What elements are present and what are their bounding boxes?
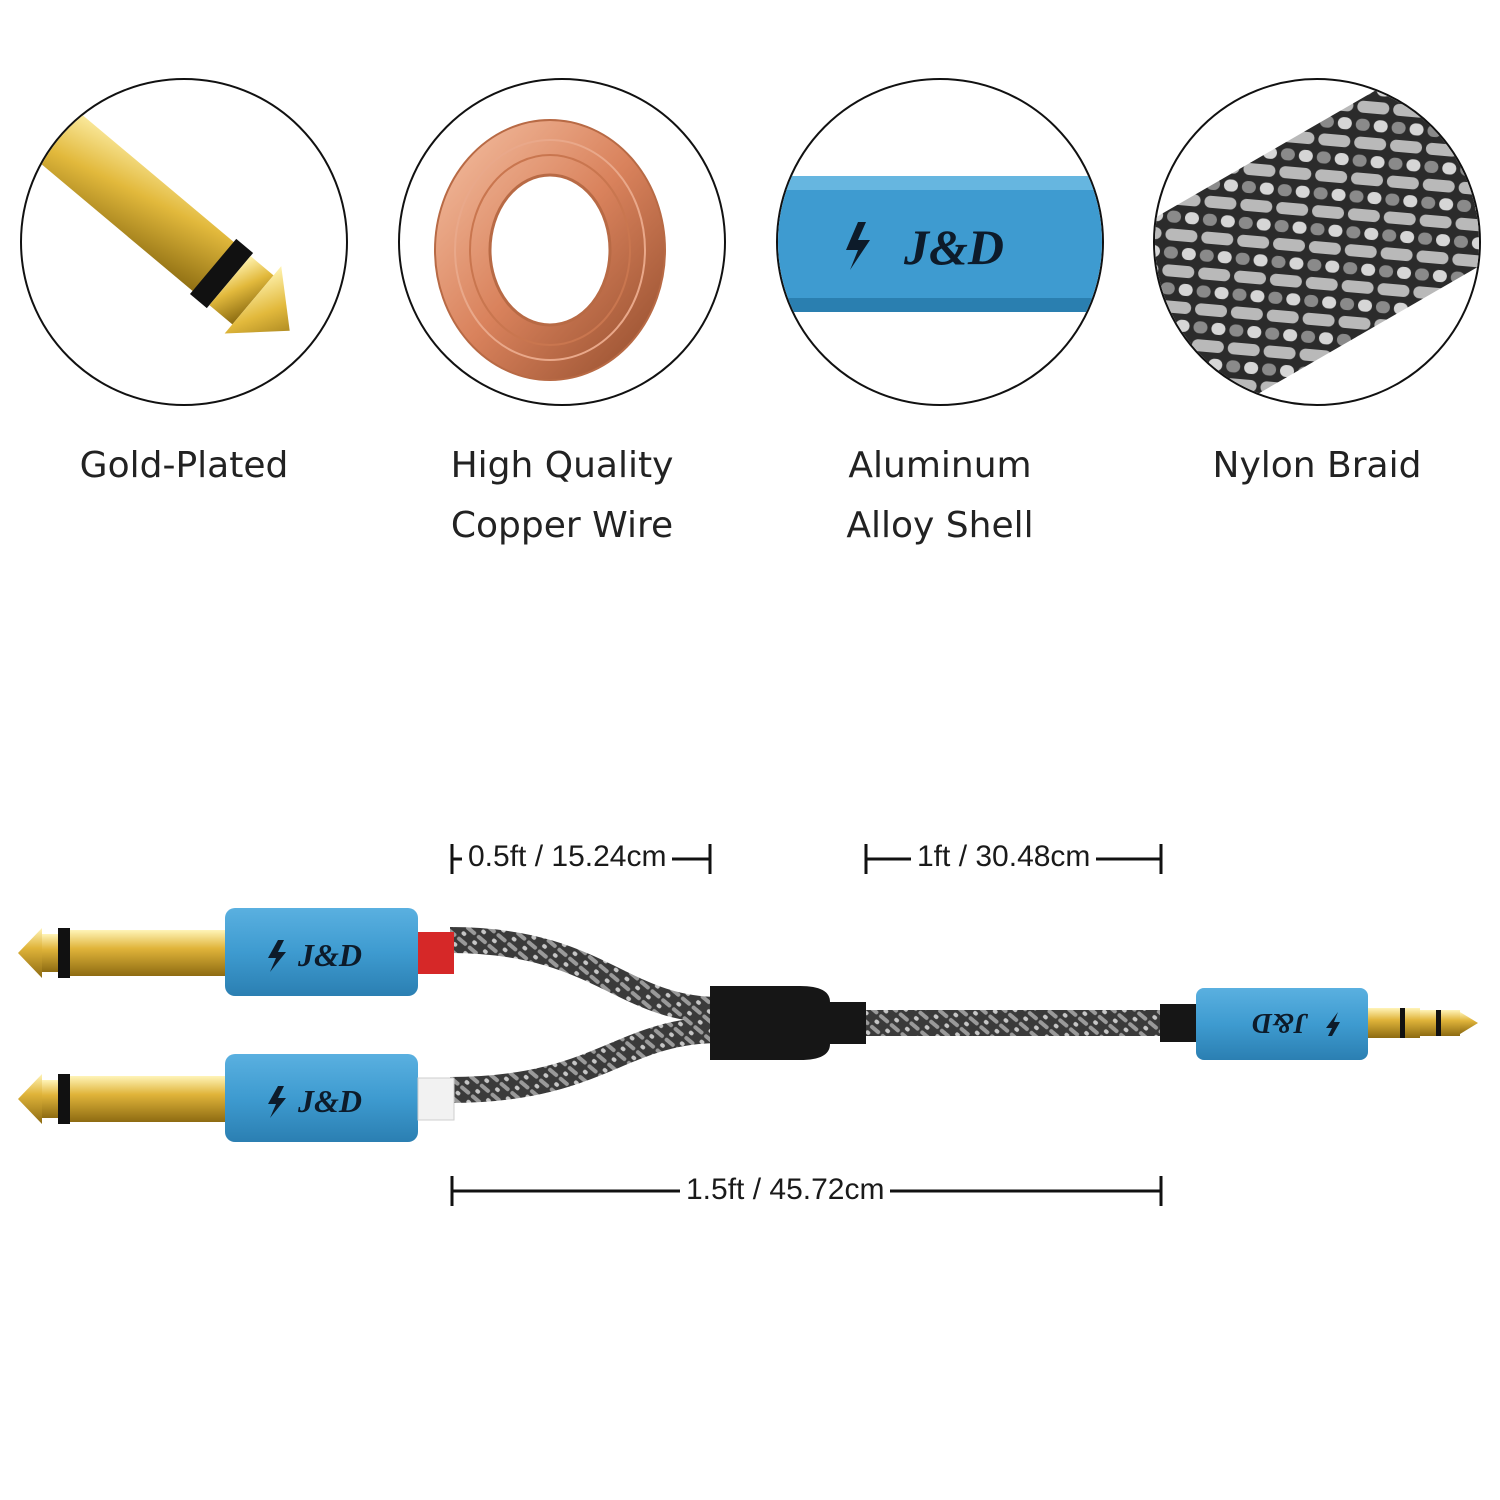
caption-line: Gold-Plated xyxy=(79,445,289,486)
dimension-main-label: 1ft / 30.48cm xyxy=(911,840,1097,874)
feature-caption: Gold-Plated xyxy=(19,436,349,496)
logo-text: J&D xyxy=(297,1083,362,1119)
caption-line: Nylon Braid xyxy=(1212,445,1422,486)
logo-text: J&D xyxy=(903,219,1004,275)
feature-gold-plated: Gold-Plated xyxy=(19,78,349,496)
aluminum-shell-logo-icon: J&D xyxy=(776,78,1104,406)
caption-line: High Quality xyxy=(450,445,674,486)
caption-line: Alloy Shell xyxy=(846,505,1034,546)
aux-plug-right: J&D xyxy=(1160,988,1478,1060)
gold-plug-icon xyxy=(20,78,348,406)
y-cable-illustration: J&D J&D J&D xyxy=(18,844,1478,1206)
feature-aluminum-shell: J&D Aluminum Alloy Shell xyxy=(775,78,1105,556)
caption-line: Copper Wire xyxy=(450,505,674,546)
feature-caption: Aluminum Alloy Shell xyxy=(775,436,1105,556)
feature-caption: Nylon Braid xyxy=(1152,436,1482,496)
feature-nylon-braid: Nylon Braid xyxy=(1152,78,1482,496)
dimension-split-label: 0.5ft / 15.24cm xyxy=(462,840,673,874)
quarter-inch-plug-left: J&D xyxy=(18,908,454,996)
logo-text: J&D xyxy=(1252,1007,1309,1038)
dimension-total-label: 1.5ft / 45.72cm xyxy=(680,1173,891,1207)
quarter-inch-plug-left: J&D xyxy=(18,1054,455,1142)
feature-copper-wire: High Quality Copper Wire xyxy=(397,78,727,556)
logo-text: J&D xyxy=(297,937,362,973)
nylon-braid-icon xyxy=(1153,78,1481,406)
caption-line: Aluminum xyxy=(848,445,1032,486)
copper-coil-icon xyxy=(398,78,726,406)
feature-caption: High Quality Copper Wire xyxy=(397,436,727,556)
